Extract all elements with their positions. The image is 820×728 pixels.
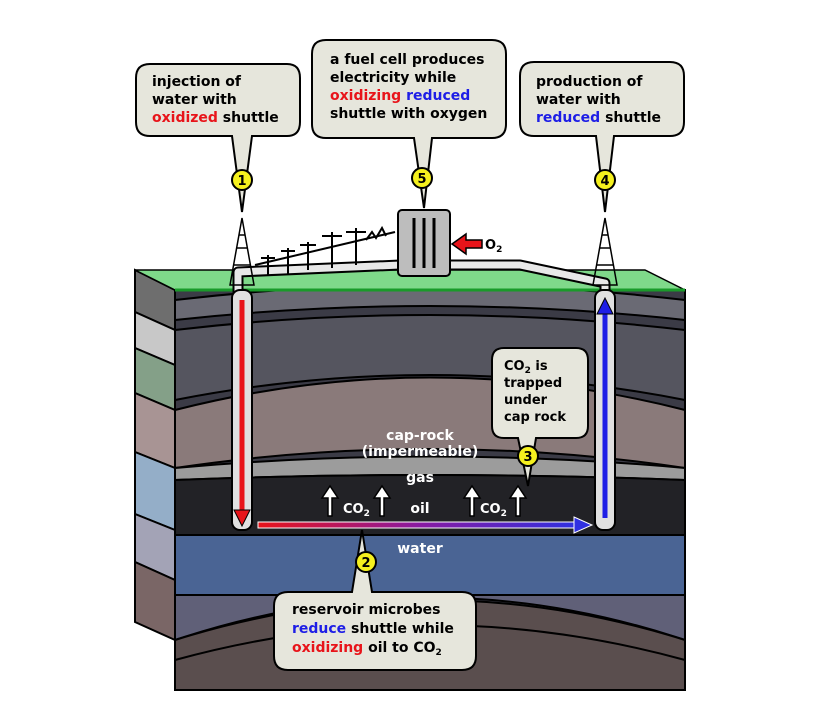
svg-text:CO2 is: CO2 is bbox=[504, 359, 548, 376]
svg-text:production of: production of bbox=[536, 74, 643, 90]
svg-text:water with: water with bbox=[536, 92, 621, 108]
o2-label: O2 bbox=[485, 238, 502, 255]
svg-text:1: 1 bbox=[237, 174, 246, 189]
power-line bbox=[254, 225, 396, 275]
svg-text:a fuel cell produces: a fuel cell produces bbox=[330, 52, 484, 68]
svg-text:2: 2 bbox=[361, 556, 370, 571]
marker-3: 3 bbox=[517, 445, 539, 467]
svg-text:4: 4 bbox=[600, 174, 609, 189]
svg-text:oxidized shuttle: oxidized shuttle bbox=[152, 110, 279, 126]
reservoir-flow-arrow bbox=[257, 516, 594, 534]
callout-fuel-cell: a fuel cell produces electricity while o… bbox=[311, 39, 507, 209]
svg-text:oxidizing oil to CO2: oxidizing oil to CO2 bbox=[292, 640, 442, 658]
marker-4: 4 bbox=[594, 169, 616, 191]
svg-text:reduced shuttle: reduced shuttle bbox=[536, 110, 661, 126]
svg-text:shuttle with oxygen: shuttle with oxygen bbox=[330, 106, 487, 122]
oil-label: oil bbox=[410, 501, 429, 517]
co2-rising-arrows bbox=[320, 484, 528, 517]
svg-text:trapped: trapped bbox=[504, 376, 562, 391]
production-well bbox=[594, 289, 616, 531]
co2-label-right: CO2 bbox=[480, 502, 507, 519]
left-side-face bbox=[134, 268, 176, 642]
callout-microbes: reservoir microbes reduce shuttle while … bbox=[273, 529, 477, 671]
svg-text:injection of: injection of bbox=[152, 74, 242, 90]
svg-text:reduce shuttle while: reduce shuttle while bbox=[292, 621, 454, 637]
injection-well bbox=[231, 289, 253, 531]
co2-label-left: CO2 bbox=[343, 502, 370, 519]
svg-text:under: under bbox=[504, 393, 548, 408]
svg-text:electricity while: electricity while bbox=[330, 70, 456, 86]
svg-text:water with: water with bbox=[152, 92, 237, 108]
left-derrick bbox=[229, 217, 255, 286]
svg-text:reservoir microbes: reservoir microbes bbox=[292, 602, 441, 618]
marker-2: 2 bbox=[355, 551, 377, 573]
marker-5: 5 bbox=[411, 167, 433, 189]
gas-label: gas bbox=[406, 470, 434, 486]
svg-text:5: 5 bbox=[417, 172, 426, 187]
svg-text:cap rock: cap rock bbox=[504, 410, 566, 425]
marker-1: 1 bbox=[231, 169, 253, 191]
caprock-label: cap-rock bbox=[386, 428, 454, 444]
right-derrick bbox=[592, 217, 618, 286]
svg-text:oxidizing reduced: oxidizing reduced bbox=[330, 88, 470, 104]
water-label: water bbox=[397, 541, 443, 557]
fuel-cell bbox=[397, 209, 451, 277]
callout-injection: injection of water with oxidized shuttle bbox=[135, 63, 301, 213]
svg-text:3: 3 bbox=[523, 450, 532, 465]
oxygen-input-arrow bbox=[450, 232, 483, 256]
caprock-subtitle: (impermeable) bbox=[362, 444, 478, 460]
